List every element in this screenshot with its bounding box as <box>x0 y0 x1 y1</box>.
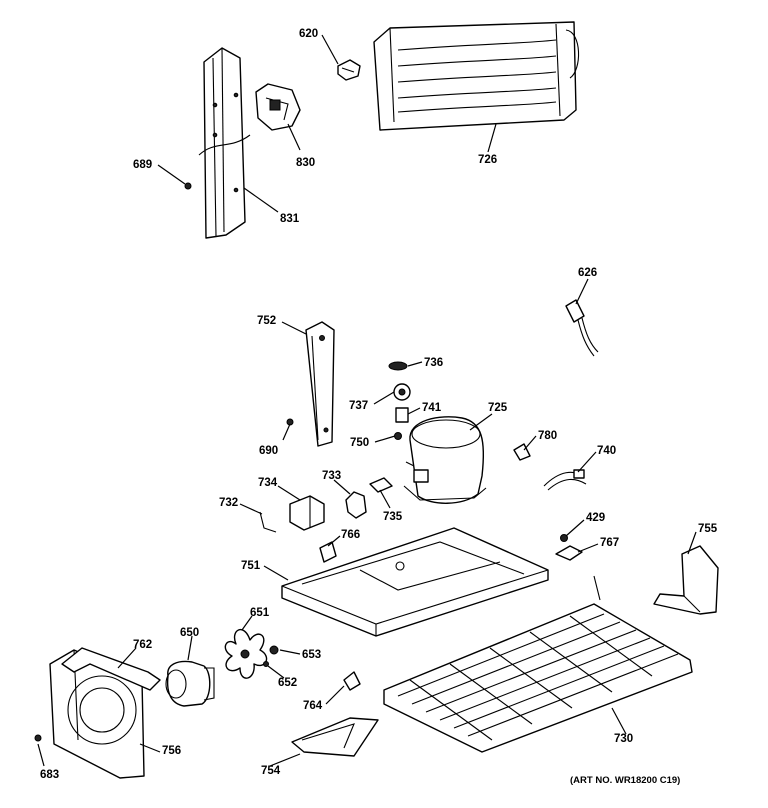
label-766: 766 <box>341 529 360 541</box>
label-689: 689 <box>133 159 152 171</box>
label-652: 652 <box>278 677 297 689</box>
label-429: 429 <box>586 512 605 524</box>
label-626: 626 <box>578 267 597 279</box>
part-750-screw <box>394 432 402 440</box>
part-730-evaporator <box>383 575 693 753</box>
part-737-grommet <box>393 383 411 401</box>
label-620: 620 <box>299 28 318 40</box>
label-734: 734 <box>258 477 278 489</box>
label-755: 755 <box>698 523 718 535</box>
part-429-screw <box>560 534 568 542</box>
part-725-compressor <box>403 416 487 504</box>
part-653-nut <box>269 645 279 655</box>
label-750: 750 <box>350 437 369 449</box>
label-764: 764 <box>303 700 323 712</box>
part-735-overload <box>369 477 393 493</box>
label-690: 690 <box>259 445 278 457</box>
part-762-shroud-cover <box>61 647 161 691</box>
part-651-fan-blade <box>224 628 268 679</box>
label-756: 756 <box>162 745 181 757</box>
part-652-clip <box>263 661 269 667</box>
part-830-switch <box>255 83 301 131</box>
leader-lines <box>37 34 697 767</box>
part-726-condenser <box>373 21 580 131</box>
label-725: 725 <box>488 402 508 414</box>
label-653: 653 <box>302 649 321 661</box>
part-650-fan-motor <box>165 660 215 707</box>
part-620-plug <box>337 59 361 81</box>
part-741-sleeve <box>395 407 409 423</box>
part-689-screw <box>184 182 192 190</box>
label-831: 831 <box>280 213 300 225</box>
label-683: 683 <box>40 769 59 781</box>
part-751-base-pan <box>281 527 549 637</box>
label-735: 735 <box>383 511 403 523</box>
part-732-clip <box>259 511 277 533</box>
label-751: 751 <box>241 560 261 572</box>
label-752: 752 <box>257 315 276 327</box>
label-741: 741 <box>422 402 442 414</box>
part-labels: 620 726 830 689 831 626 752 736 737 741 … <box>40 28 718 781</box>
label-733: 733 <box>322 470 341 482</box>
art-number-caption: (ART NO. WR18200 C19) <box>570 775 680 786</box>
label-732: 732 <box>219 497 238 509</box>
label-726: 726 <box>478 154 497 166</box>
label-650: 650 <box>180 627 199 639</box>
part-736-clip <box>388 361 408 371</box>
label-737: 737 <box>349 400 368 412</box>
label-736: 736 <box>424 357 443 369</box>
part-754-drain-pan <box>291 717 379 757</box>
part-733-relay <box>345 491 367 519</box>
label-740: 740 <box>597 445 616 457</box>
label-730: 730 <box>614 733 633 745</box>
part-764-clip <box>343 671 361 691</box>
part-626-cord <box>565 299 599 357</box>
label-651: 651 <box>250 607 270 619</box>
part-683-screw <box>34 734 42 742</box>
part-755-bracket <box>653 545 719 615</box>
part-734-relay <box>289 495 325 531</box>
part-767-bracket <box>555 545 583 561</box>
part-740-harness <box>543 469 587 491</box>
part-752-bracket <box>305 321 335 447</box>
label-767: 767 <box>600 537 619 549</box>
part-766-clip <box>319 541 337 563</box>
label-780: 780 <box>538 430 557 442</box>
label-830: 830 <box>296 157 315 169</box>
label-762: 762 <box>133 639 152 651</box>
label-754: 754 <box>261 765 281 777</box>
part-831-channel-bracket <box>198 47 251 239</box>
